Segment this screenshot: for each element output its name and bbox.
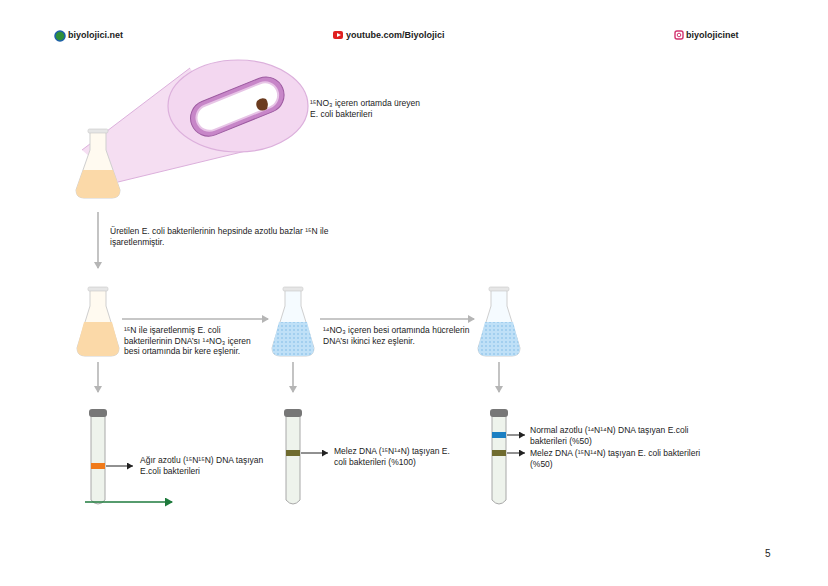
band-label: Normal azotlu (¹⁴N¹⁴N) DNA taşıyan E.col…: [530, 425, 720, 446]
step-note: ¹⁴NO₃ içeren besi ortamında hücrelerin D…: [323, 325, 471, 346]
site-handle: biyolojicinet: [686, 30, 739, 41]
site-name: biyolojici.net: [68, 30, 123, 41]
page-number: 5: [765, 548, 785, 561]
step-note: Üretilen E. coli bakterilerinin hepsinde…: [110, 226, 340, 247]
step-note: ¹⁵N ile işaretlenmiş E. coli bakterileri…: [124, 325, 266, 357]
band-label: Ağır azotlu (¹⁵N¹⁵N) DNA taşıyan E.coli …: [140, 455, 270, 476]
band-label: Melez DNA (¹⁵N¹⁴N) taşıyan E. coli bakte…: [530, 448, 720, 469]
band-label: Melez DNA (¹⁵N¹⁴N) taşıyan E. coli bakte…: [334, 446, 464, 467]
callout-note: ¹⁵NO₃ içeren ortamda üreyen E. coli bakt…: [310, 98, 420, 119]
site-link: youtube.com/Biyolojici: [346, 30, 445, 41]
